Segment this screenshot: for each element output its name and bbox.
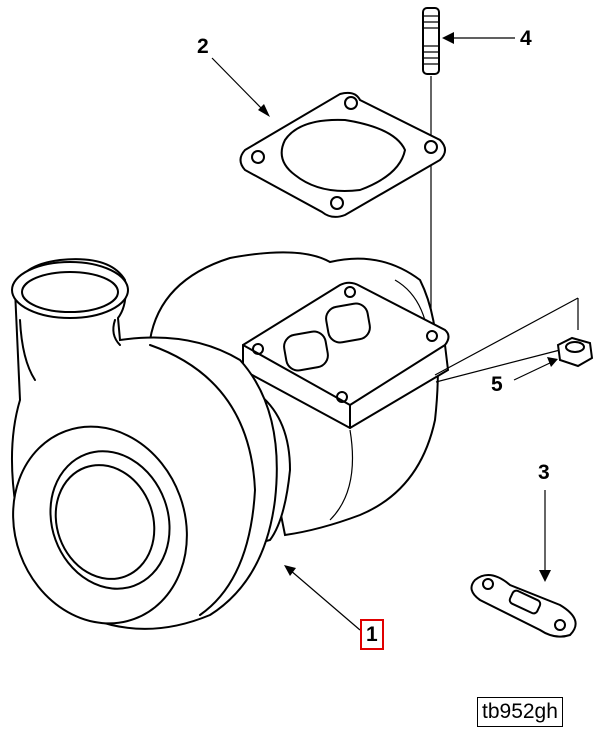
figure-id-label: tb952gh — [477, 697, 563, 727]
callout-2[interactable]: 2 — [197, 35, 209, 58]
leader-lines — [211, 32, 558, 631]
compressor-housing — [11, 258, 278, 630]
drain-gasket — [470, 574, 577, 638]
flange-nut — [556, 336, 594, 368]
callout-1-selected[interactable]: 1 — [360, 619, 384, 650]
callout-5[interactable]: 5 — [491, 373, 503, 396]
callout-3[interactable]: 3 — [538, 461, 550, 484]
callout-4[interactable]: 4 — [520, 27, 532, 50]
manifold-gasket — [239, 91, 446, 218]
turbine-housing — [148, 251, 579, 537]
mounting-stud — [422, 7, 440, 330]
